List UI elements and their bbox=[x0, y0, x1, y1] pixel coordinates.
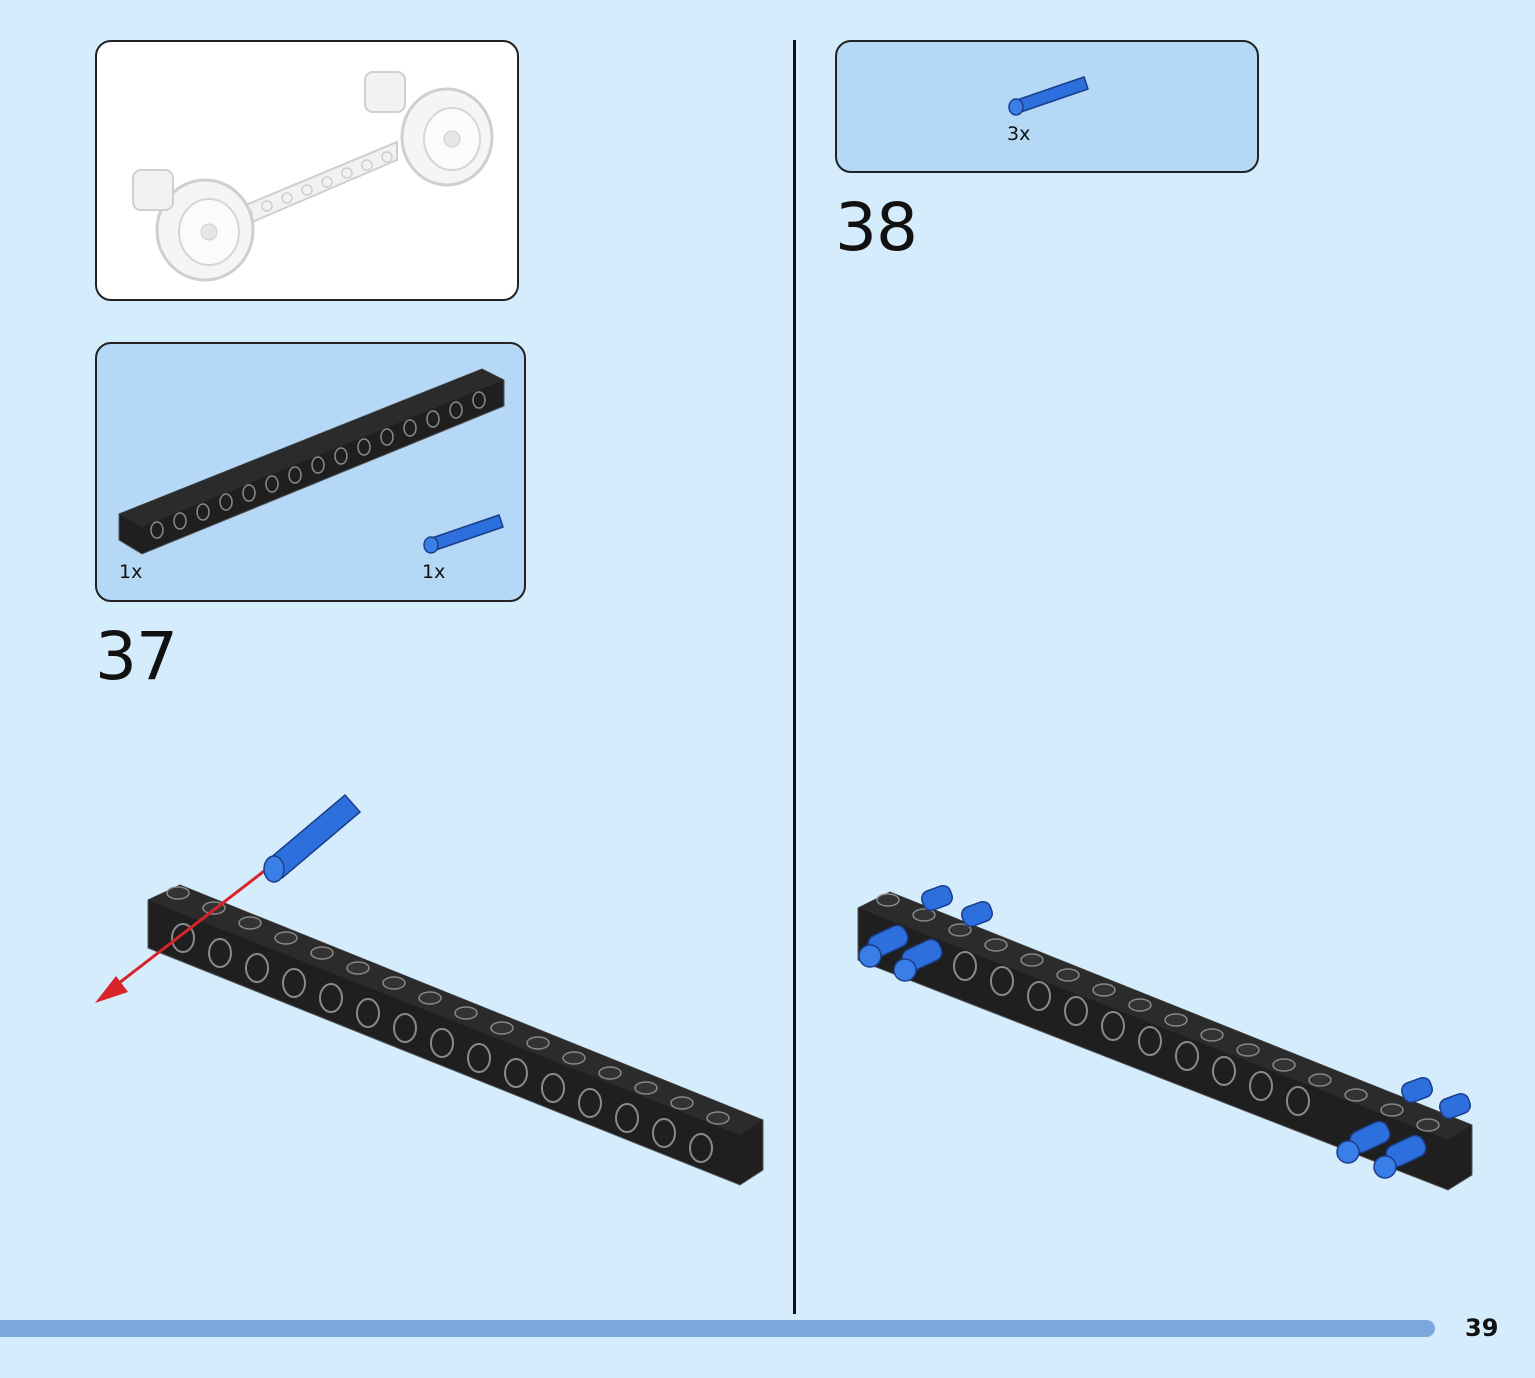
preview-box bbox=[95, 40, 519, 301]
part-qty-pin: 1x bbox=[422, 561, 446, 583]
step-number-37: 37 bbox=[95, 618, 178, 695]
blue-axle-pin-icon bbox=[423, 514, 504, 554]
footer-progress-bar bbox=[0, 1320, 1435, 1337]
step-37-illustration bbox=[95, 793, 764, 1186]
step-number-38: 38 bbox=[835, 189, 918, 266]
parts-box-step-38: 3x bbox=[835, 40, 1259, 173]
step-38-illustration bbox=[857, 884, 1473, 1191]
blue-axle-pin-icon bbox=[1008, 76, 1089, 116]
parts-box-step-37: 1x 1x bbox=[95, 342, 526, 602]
technic-beam-16-icon bbox=[118, 368, 505, 555]
wheel-axle-assembly-icon bbox=[132, 71, 494, 282]
column-divider bbox=[793, 40, 796, 1314]
part-qty-pin: 3x bbox=[1007, 123, 1031, 145]
part-qty-beam: 1x bbox=[119, 561, 143, 583]
page-number: 39 bbox=[1465, 1314, 1499, 1342]
